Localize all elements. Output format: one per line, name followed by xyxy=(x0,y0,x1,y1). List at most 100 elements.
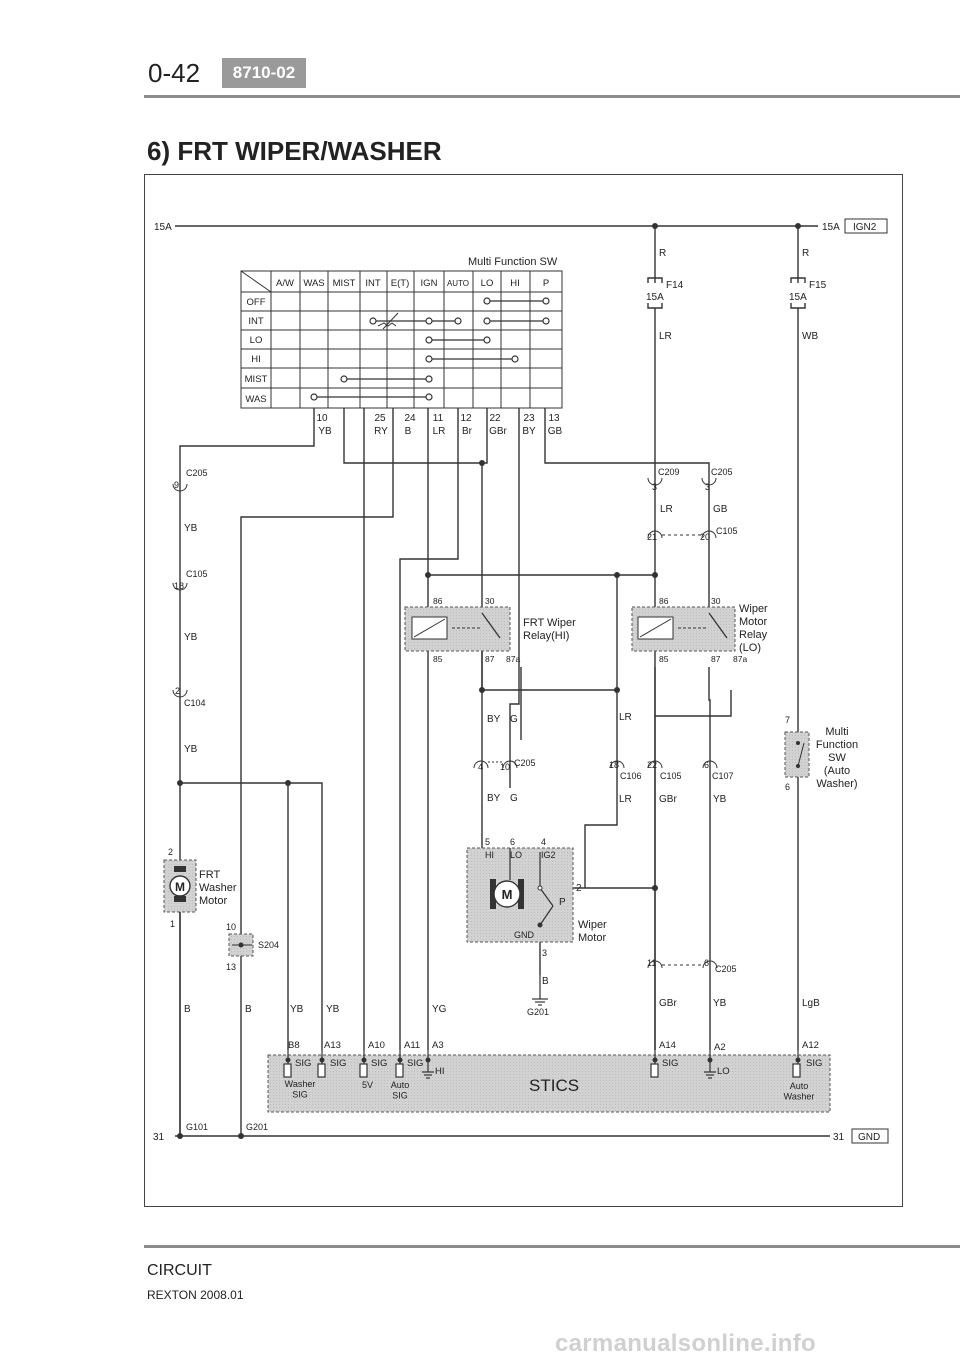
mfsw-row-lo: LO xyxy=(250,335,263,346)
wire-yb-lower: YB xyxy=(713,998,727,1009)
wire-lgb: LgB xyxy=(802,998,820,1009)
conn-c209: C209 xyxy=(658,467,680,477)
fuse-f14-name: F14 xyxy=(666,280,684,291)
conn-c105-mid-pin: 22 xyxy=(647,760,657,770)
wiper-motor-symbol: M xyxy=(502,887,513,902)
section-code-badge: 8710-02 xyxy=(222,58,306,88)
conn-c205-mid-pin-b: 10 xyxy=(500,762,510,772)
conn-c105-left: C105 xyxy=(186,569,208,579)
conn-c107-pin: 6 xyxy=(704,760,709,770)
footer-model: REXTON 2008.01 xyxy=(147,1288,244,1302)
mfsw-row-hi: HI xyxy=(251,354,261,365)
ground-g201-bottom: G201 xyxy=(246,1122,268,1132)
conn-c105-left-pin: 18 xyxy=(174,581,184,591)
stics-terminals xyxy=(283,1063,801,1078)
mfsw-row-was: WAS xyxy=(245,394,266,405)
conn-c104: C104 xyxy=(184,698,206,708)
mfsw-wire-ry: RY xyxy=(374,426,388,437)
washer-motor-symbol: M xyxy=(175,880,185,894)
mfsw-col-auto: AUTO xyxy=(447,279,469,288)
mfsw-col-lo: LO xyxy=(481,278,494,289)
wiper-motor-wire-b: B xyxy=(542,976,549,987)
mfsw-col-ign: IGN xyxy=(421,278,438,289)
mfsw-contacts xyxy=(310,297,550,401)
mfsw-pin-11: 11 xyxy=(433,413,444,424)
relay-lo-p30: 30 xyxy=(711,596,721,606)
wiper-motor-icon xyxy=(493,880,521,908)
header-rule xyxy=(144,95,960,98)
fuse-f14-wire-in: R xyxy=(659,248,666,259)
stics-pin-a11: A11 xyxy=(404,1040,420,1051)
conn-c205-left-pin: 9 xyxy=(174,480,179,490)
auto-washer-pin-6: 6 xyxy=(785,782,790,792)
junction-dot xyxy=(652,223,658,229)
stics-a12-sig: SIG xyxy=(806,1058,822,1069)
conn-c105-mid: C105 xyxy=(660,771,682,781)
wiper-motor-hi: HI xyxy=(485,850,494,860)
wire-gb-right: GB xyxy=(713,504,728,515)
relay-hi-coil-diag xyxy=(413,618,446,638)
relay-hi-p30: 30 xyxy=(485,596,495,606)
mfsw-col-int: INT xyxy=(365,278,381,289)
mfsw-wire-b: B xyxy=(405,426,412,437)
stics-pin-a12: A12 xyxy=(802,1040,819,1051)
conn-c105-pin-21: 21 xyxy=(647,532,657,542)
mfsw-col-aw: A/W xyxy=(276,278,294,289)
wire-g-mid-2: G xyxy=(510,793,518,804)
ground-g201-label: G201 xyxy=(527,1007,549,1017)
auto-washer-switch-icon xyxy=(797,742,805,767)
watermark: carmanualsonline.info xyxy=(555,1330,817,1357)
stics-b8-sig: SIG xyxy=(295,1058,311,1069)
relay-hi-p87: 87 xyxy=(485,654,495,664)
wire-yb-2: YB xyxy=(184,632,198,643)
wire-b-1: B xyxy=(184,1004,191,1015)
relay-lo-p87a: 87a xyxy=(733,654,747,664)
mfsw-col-mist: MIST xyxy=(333,278,356,289)
mfsw-wire-lr: LR xyxy=(433,426,446,437)
conn-c104-pin: 2 xyxy=(175,686,180,696)
mfsw-pin-23: 23 xyxy=(523,413,535,424)
splice-pin-13: 13 xyxy=(226,962,236,972)
conn-c106: C106 xyxy=(620,771,642,781)
stics-a2-label: LO xyxy=(717,1066,730,1077)
stics-a11-sig: SIG xyxy=(407,1058,423,1069)
relay-lo-coil-diag xyxy=(639,618,672,638)
page-title: 6) FRT WIPER/WASHER xyxy=(147,136,442,166)
wiper-motor-gnd: GND xyxy=(514,930,535,940)
stics-a10-sig: SIG xyxy=(371,1058,387,1069)
ign-left-label: 15A xyxy=(154,222,172,233)
fuse-f14-rating: 15A xyxy=(646,292,664,303)
gnd-right-label: 31 xyxy=(833,1132,845,1143)
relay-hi-p86: 86 xyxy=(433,596,443,606)
auto-washer-sw-box xyxy=(784,731,810,778)
conn-c205-right: C205 xyxy=(711,467,733,477)
wiper-motor-lo: LO xyxy=(510,850,522,860)
conn-c105-pin-20: 20 xyxy=(700,532,710,542)
stics-title: STICS xyxy=(529,1076,579,1095)
fuse-f15-wire-in: R xyxy=(802,248,809,259)
mfsw-pin-10: 10 xyxy=(316,413,328,424)
mfsw-row-off: OFF xyxy=(247,297,266,308)
relay-lo-p87: 87 xyxy=(711,654,721,664)
conn-c205-lower: C205 xyxy=(715,964,737,974)
ign2-tag-box xyxy=(844,218,888,234)
fuse-f15-rating: 15A xyxy=(789,292,807,303)
ign-right-label: 15A xyxy=(822,222,840,233)
wires xyxy=(179,408,732,1136)
stics-a14-sig: SIG xyxy=(662,1058,678,1069)
wire-yb-4: YB xyxy=(290,1004,304,1015)
conn-c205-lower-pin-6: 6 xyxy=(704,958,709,968)
ground-g201-icon xyxy=(532,975,548,1006)
gnd-left-label: 31 xyxy=(153,1132,165,1143)
wiper-motor-pin-6: 6 xyxy=(510,837,515,847)
mfsw-table xyxy=(240,270,563,409)
wiper-motor-ig2: IG2 xyxy=(541,850,556,860)
stics-a13-sig: SIG xyxy=(330,1058,346,1069)
junction-dot xyxy=(795,223,801,229)
diagram-frame xyxy=(144,174,903,1207)
wire-yg: YG xyxy=(432,1004,447,1015)
wiper-motor-pin-5: 5 xyxy=(485,837,490,847)
